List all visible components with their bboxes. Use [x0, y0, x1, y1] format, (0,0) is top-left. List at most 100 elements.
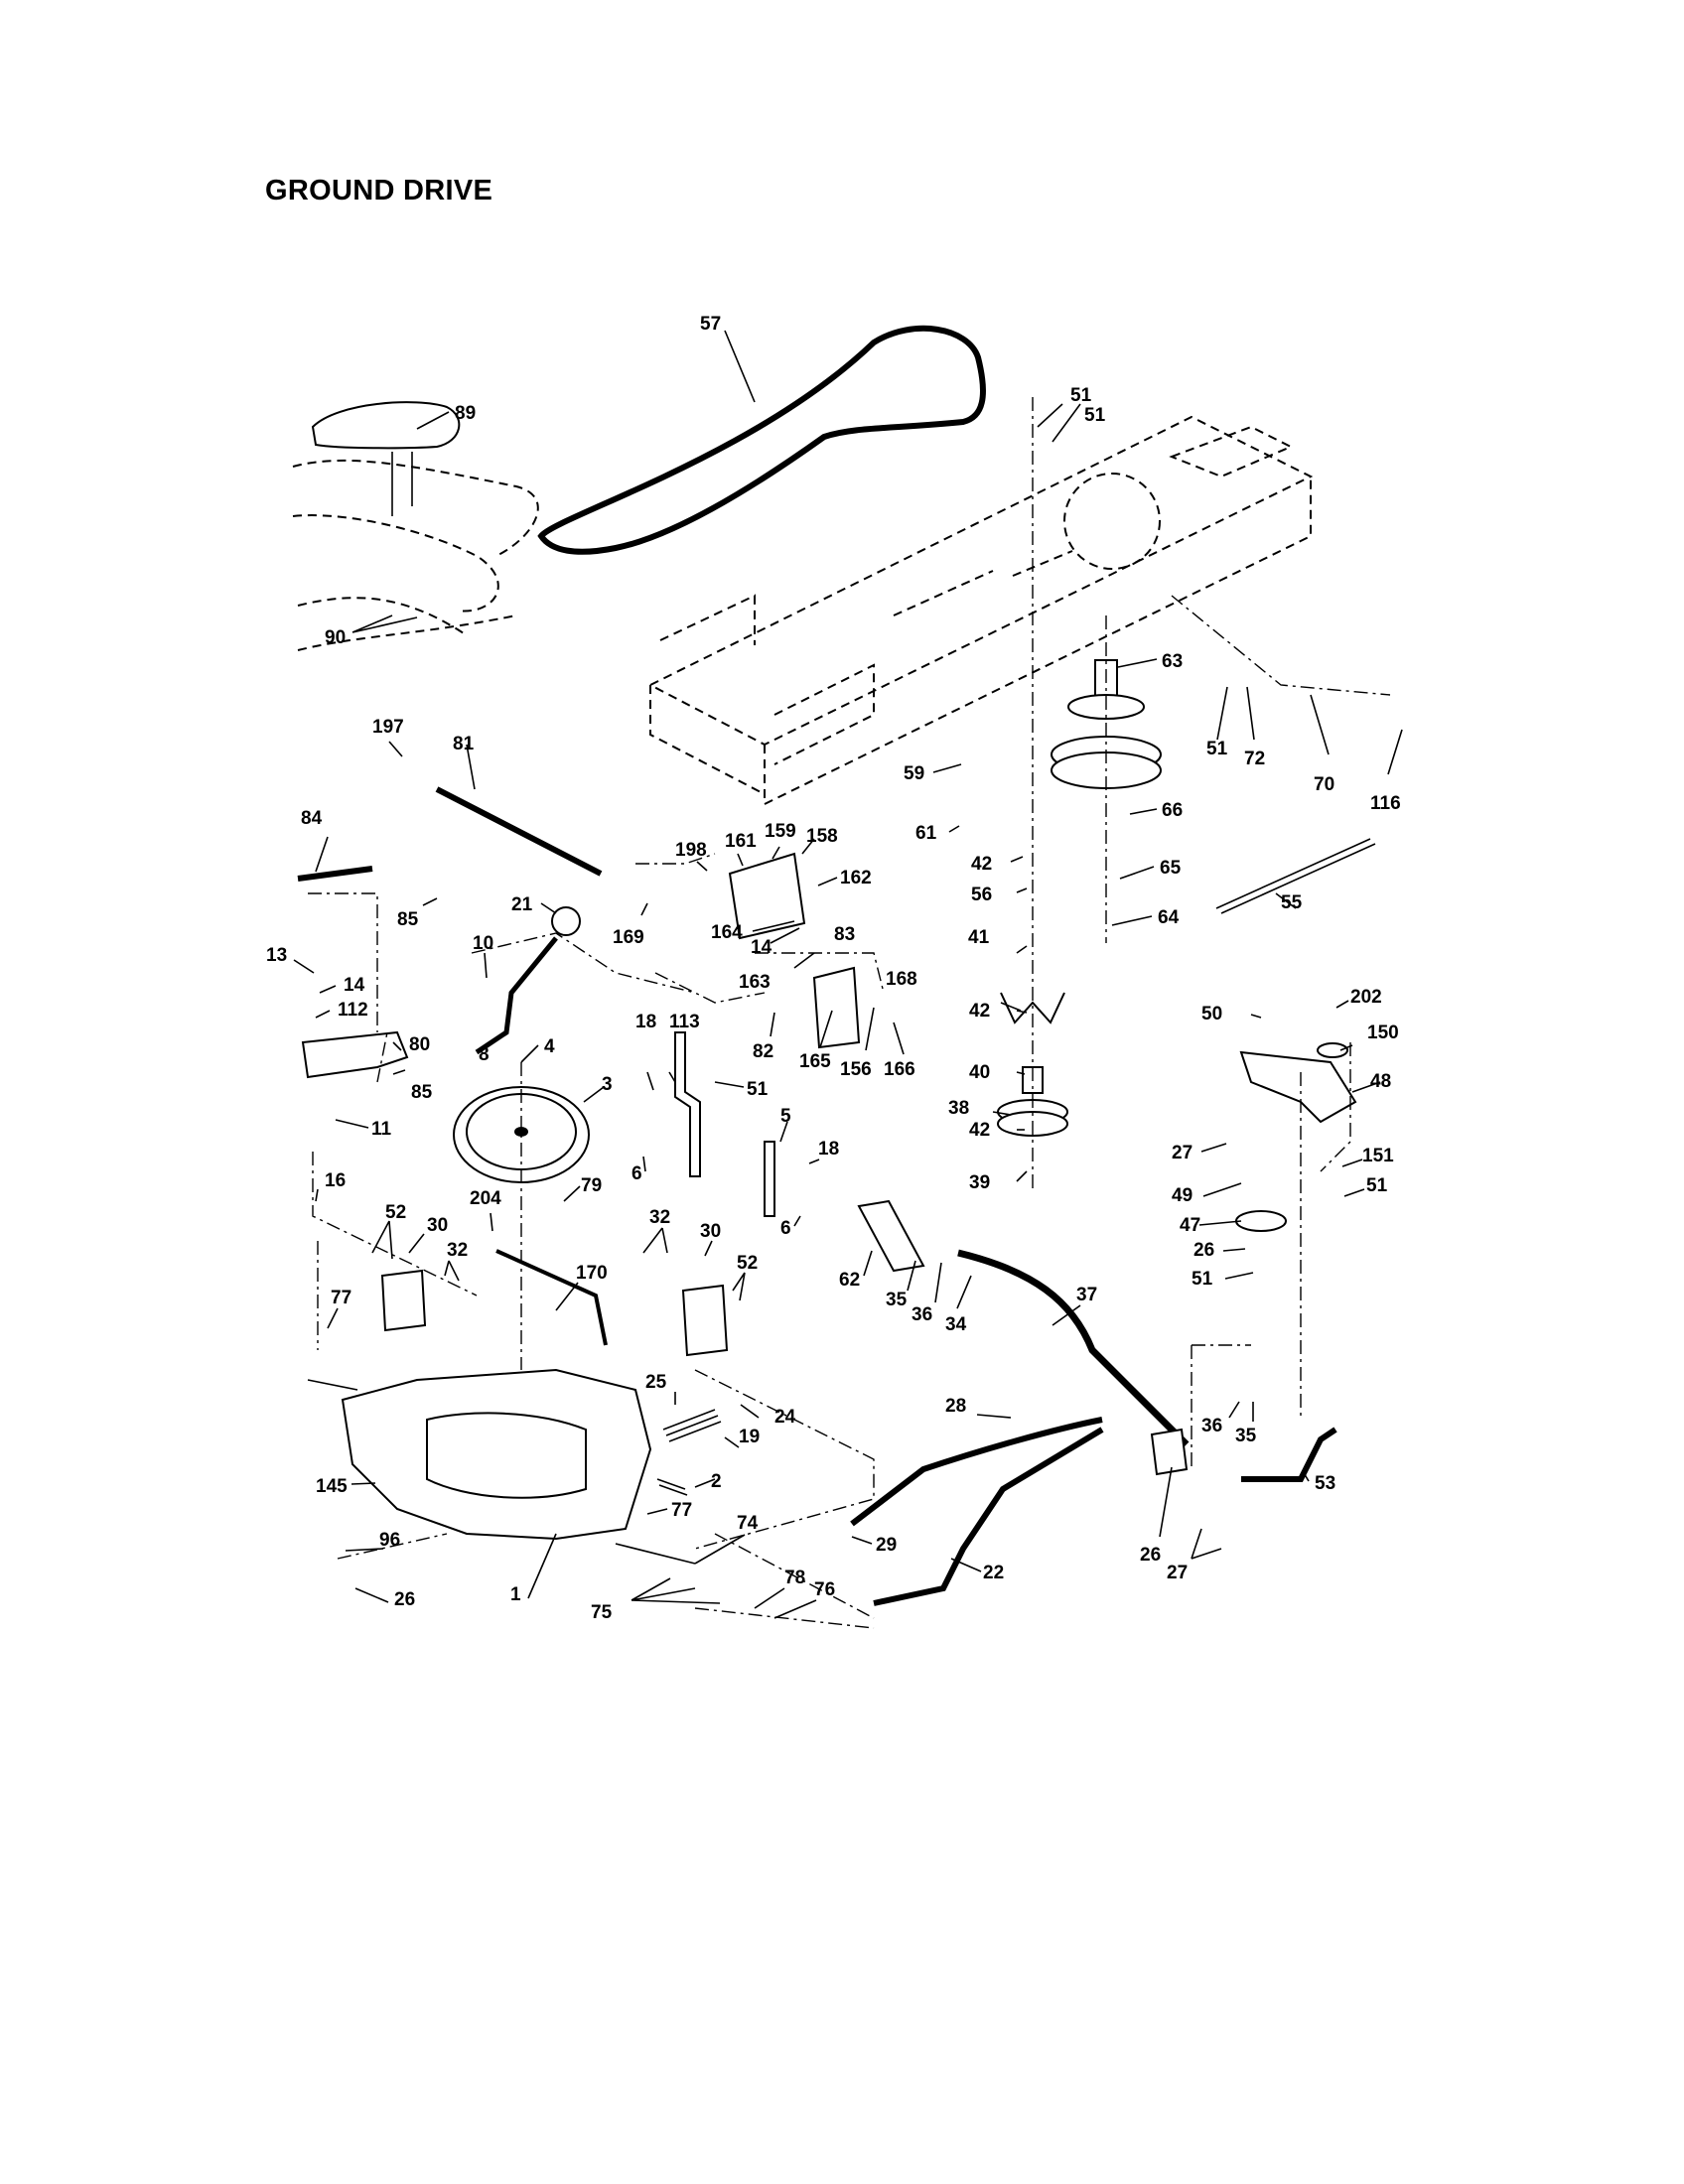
callout-47: 47 — [1180, 1215, 1200, 1236]
axle-shaft — [307, 1379, 696, 1565]
assembly-lines — [308, 595, 1391, 1629]
callout-51-a: 51 — [1070, 385, 1092, 406]
callout-26-a: 26 — [1193, 1240, 1214, 1261]
callout-169: 169 — [613, 927, 644, 948]
callout-35-a: 35 — [886, 1290, 908, 1310]
callout-85-a: 85 — [397, 909, 419, 930]
tractor-frame — [647, 415, 1314, 806]
callout-113: 113 — [669, 1012, 700, 1032]
callout-42-b: 42 — [969, 1001, 990, 1022]
bushing-62 — [857, 1199, 925, 1273]
callout-164: 164 — [711, 922, 743, 943]
callout-34: 34 — [945, 1314, 967, 1335]
callout-6-a: 6 — [632, 1163, 642, 1184]
callout-5: 5 — [780, 1106, 791, 1127]
callout-198: 198 — [675, 840, 707, 861]
callout-151: 151 — [1362, 1146, 1394, 1166]
parts-illustration — [292, 325, 1391, 1629]
callout-161: 161 — [725, 831, 757, 852]
callout-150: 150 — [1367, 1023, 1399, 1043]
callout-51-c: 51 — [1206, 739, 1228, 759]
bracket-41 — [1000, 992, 1065, 1024]
rod-170 — [495, 1249, 608, 1346]
washer-150 — [1317, 1042, 1348, 1058]
callout-75: 75 — [591, 1602, 613, 1623]
callout-18-a: 18 — [635, 1012, 656, 1032]
bracket-5 — [764, 1141, 775, 1217]
callout-36-a: 36 — [912, 1304, 932, 1325]
callout-28: 28 — [945, 1396, 966, 1417]
callout-72: 72 — [1244, 749, 1265, 769]
callout-90: 90 — [325, 627, 346, 648]
callout-18-b: 18 — [818, 1139, 839, 1160]
callout-83: 83 — [834, 924, 855, 945]
callout-65: 65 — [1160, 858, 1182, 879]
callout-10: 10 — [473, 933, 493, 954]
callout-49: 49 — [1172, 1185, 1193, 1206]
callout-37: 37 — [1076, 1285, 1097, 1305]
callout-39: 39 — [969, 1172, 990, 1193]
callout-51-d: 51 — [747, 1079, 769, 1100]
callout-64: 64 — [1158, 907, 1180, 928]
callout-27-a: 27 — [1172, 1143, 1193, 1163]
spring-55 — [1215, 838, 1376, 914]
callout-159: 159 — [765, 821, 796, 842]
callout-96: 96 — [379, 1530, 400, 1551]
callout-42-a: 42 — [971, 854, 992, 875]
callout-59: 59 — [904, 763, 924, 784]
callout-14-a: 14 — [751, 937, 772, 958]
bracket-30-left — [380, 1269, 427, 1332]
callout-16: 16 — [325, 1170, 346, 1191]
callout-78: 78 — [784, 1568, 805, 1588]
callout-leaders — [293, 330, 1403, 1619]
callout-50: 50 — [1201, 1004, 1222, 1024]
callout-77-b: 77 — [671, 1500, 692, 1521]
callout-165: 165 — [799, 1051, 831, 1072]
callout-66: 66 — [1162, 800, 1183, 821]
spring-25 — [662, 1409, 722, 1442]
callout-204: 204 — [470, 1188, 501, 1209]
callout-32-a: 32 — [447, 1240, 468, 1261]
callout-41: 41 — [968, 927, 990, 948]
callout-30-a: 30 — [427, 1215, 448, 1236]
callout-89: 89 — [455, 403, 476, 424]
callout-32-b: 32 — [649, 1207, 670, 1228]
callout-2: 2 — [711, 1471, 722, 1492]
callout-70: 70 — [1314, 774, 1334, 795]
callout-76: 76 — [814, 1579, 835, 1600]
callout-14-b: 14 — [344, 975, 365, 996]
callout-170: 170 — [576, 1263, 608, 1284]
callout-82: 82 — [753, 1041, 773, 1062]
pulley-47 — [1235, 1210, 1287, 1232]
callout-11: 11 — [371, 1119, 392, 1140]
callout-56: 56 — [971, 885, 992, 905]
rod-22 — [873, 1427, 1104, 1606]
callout-52-a: 52 — [385, 1202, 406, 1223]
callout-81: 81 — [453, 734, 475, 754]
callout-26-c: 26 — [1140, 1545, 1161, 1566]
callout-112: 112 — [338, 1000, 368, 1021]
bracket-159 — [728, 852, 806, 940]
callout-21: 21 — [511, 894, 533, 915]
callout-52-b: 52 — [737, 1253, 758, 1274]
callout-163: 163 — [739, 972, 771, 993]
callout-116: 116 — [1370, 793, 1401, 814]
callout-27-b: 27 — [1167, 1563, 1188, 1583]
shaft-81 — [435, 786, 603, 877]
rod-34-37 — [957, 1249, 1190, 1447]
callout-29: 29 — [876, 1535, 897, 1556]
shaft-84 — [297, 866, 373, 882]
callout-38: 38 — [948, 1098, 969, 1119]
callout-63: 63 — [1162, 651, 1183, 672]
fender-outline — [292, 459, 539, 651]
transaxle-1-detail — [426, 1412, 587, 1499]
callout-162: 162 — [840, 868, 872, 888]
callout-51-f: 51 — [1192, 1269, 1213, 1290]
callout-80: 80 — [409, 1034, 430, 1055]
bracket-165 — [812, 966, 861, 1049]
seat-shape — [311, 401, 461, 450]
callout-24: 24 — [774, 1407, 796, 1428]
rod-53 — [1241, 1427, 1337, 1482]
bracket-48 — [1239, 1050, 1357, 1124]
